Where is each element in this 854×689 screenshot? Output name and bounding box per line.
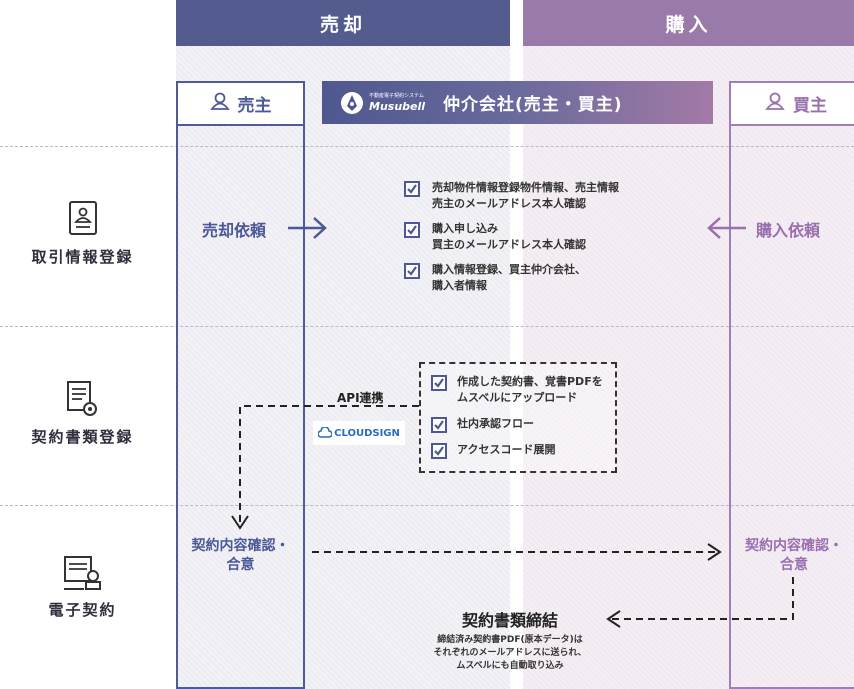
broker-bar: 不動産電子契約システム Musubell 仲介会社(売主・買主) — [322, 81, 713, 124]
sell-column-bg — [176, 46, 510, 689]
logo-small-text: 不動産電子契約システム — [369, 92, 424, 99]
checkbox-checked-icon — [404, 222, 420, 238]
buy-column-bg — [523, 46, 854, 689]
checkbox-checked-icon — [431, 443, 447, 459]
document-item: 社内承認フロー — [457, 417, 534, 430]
api-link-label: API連携 — [337, 391, 384, 405]
cloudsign-text: CLOUDSIGN — [334, 427, 400, 439]
registration-checklist: 売却物件情報登録物件情報、売主情報売主のメールアドレス本人確認 購入申し込み買主… — [404, 180, 664, 300]
seller-confirm-label: 契約内容確認・合意 — [191, 538, 290, 573]
person-icon — [765, 92, 785, 115]
buyer-role-box: 買主 — [729, 81, 854, 126]
registration-item: 売却物件情報登録物件情報、売主情報売主のメールアドレス本人確認 — [432, 181, 619, 210]
checkbox-checked-icon — [404, 263, 420, 279]
registration-item: 購入申し込み買主のメールアドレス本人確認 — [432, 222, 586, 251]
checkbox-checked-icon — [404, 181, 420, 197]
buy-header: 購入 — [523, 0, 854, 46]
document-item: 作成した契約書、覚書PDFをムスベルにアップロード — [457, 375, 603, 404]
document-gear-icon — [64, 380, 100, 422]
conclusion-description: 締結済み契約書PDF(原本データ)は それぞれのメールアドレスに送られ、 ムスベ… — [433, 635, 587, 671]
conclusion-title: 契約書類締結 — [461, 611, 558, 630]
document-person-icon — [67, 200, 99, 240]
row-divider — [0, 505, 854, 506]
stage-label-contract: 電子契約 — [48, 601, 117, 619]
registration-item: 購入情報登録、買主仲介会社、購入者情報 — [432, 263, 586, 292]
person-icon — [209, 92, 230, 115]
contract-signing-icon — [62, 554, 102, 596]
sell-header: 売却 — [176, 0, 510, 46]
document-checklist-box: 作成した契約書、覚書PDFをムスベルにアップロード 社内承認フロー アクセスコー… — [419, 362, 617, 473]
cloud-icon — [317, 424, 333, 443]
musubell-logo-icon — [340, 91, 364, 115]
seller-role-box: 売主 — [176, 81, 305, 126]
row-divider — [0, 326, 854, 327]
document-item: アクセスコード展開 — [457, 443, 556, 456]
broker-title: 仲介会社(売主・買主) — [443, 95, 623, 115]
stage-label-registration: 取引情報登録 — [31, 248, 134, 266]
buyer-role-label: 買主 — [793, 96, 827, 116]
row-divider — [0, 146, 854, 147]
buy-request-label: 購入依頼 — [756, 221, 821, 240]
cloudsign-logo: CLOUDSIGN — [313, 421, 405, 445]
stage-label-documents: 契約書類登録 — [31, 428, 134, 446]
logo-name: Musubell — [369, 99, 426, 113]
arrow-left-icon — [706, 215, 748, 245]
buyer-confirm-label: 契約内容確認・合意 — [745, 538, 843, 573]
checkbox-checked-icon — [431, 417, 447, 433]
checkbox-checked-icon — [431, 375, 447, 391]
sell-request-label: 売却依頼 — [202, 221, 267, 240]
arrow-right-icon — [288, 215, 328, 245]
seller-role-label: 売主 — [237, 96, 272, 116]
